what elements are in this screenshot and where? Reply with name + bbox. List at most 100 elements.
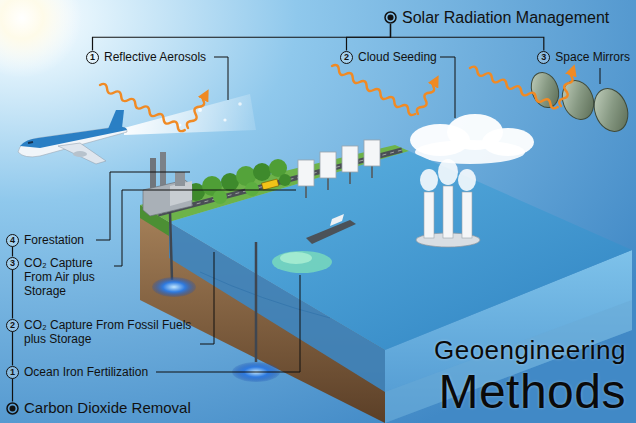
heading-text: Solar Radiation Management (402, 8, 609, 27)
earth-block (140, 145, 632, 423)
bracket-connector (12, 379, 13, 402)
category-heading: Carbon Dioxide Removal (6, 399, 191, 417)
leader-lines-part (114, 190, 296, 266)
bracket-connector (12, 247, 13, 257)
aerosol-trail-part (198, 108, 202, 112)
cloud-seeding-towers-part (424, 192, 434, 238)
airplane (18, 110, 127, 164)
solar-rays-part-part (415, 79, 438, 115)
method-item: 1Reflective Aerosols (86, 50, 206, 64)
cloud-seeding-towers-part (458, 169, 476, 191)
airplane-part (108, 110, 124, 129)
forest (187, 159, 291, 204)
earth-block-part (169, 151, 632, 350)
co2-storage (152, 212, 280, 382)
method-label: Cloud Seeding (358, 50, 437, 64)
cloud-seeding-towers-part (438, 159, 458, 185)
leader-lines-part (96, 172, 190, 240)
bracket-connector (347, 24, 391, 51)
target-bullet (384, 11, 397, 24)
solar-rays-part (469, 65, 559, 110)
forest-part (213, 190, 227, 204)
aerosol-trail-part (179, 124, 182, 127)
method-label: Space Mirrors (555, 50, 630, 64)
space-mirrors (527, 69, 634, 137)
co2-storage-part (152, 277, 196, 297)
air-capture-panels-part (342, 146, 358, 172)
method-item: 2 CO₂ Capture From Fossil Fuels plus Stor… (6, 318, 196, 346)
method-item: 4 Forestation (6, 233, 84, 247)
diagram-title: Geoengineering Methods (396, 319, 626, 417)
power-plant-part (175, 172, 185, 186)
air-capture-panels (298, 140, 380, 198)
cloud-seeding-towers (416, 159, 480, 247)
forest-part (253, 163, 271, 181)
method-item: 2 Cloud Seeding (340, 50, 437, 64)
iron-fertilization-part (272, 251, 332, 273)
solar-rays-part (99, 82, 187, 132)
iron-fertilization (272, 214, 356, 273)
cloud-seeding-towers-part (462, 192, 472, 238)
solar-rays (99, 63, 576, 132)
solar-rays-part (558, 69, 575, 107)
cloud-seeding-towers-part (443, 186, 453, 238)
sun (0, 0, 82, 78)
space-mirrors-part (588, 84, 633, 136)
air-capture-panels-part (364, 140, 380, 166)
callout-number: 2 (340, 51, 353, 64)
iron-fertilization-part (330, 214, 344, 226)
airplane-part (58, 143, 106, 164)
category-heading: Solar Radiation Management (384, 8, 609, 27)
method-label: CO₂ Capture From Fossil Fuels plus Stora… (24, 318, 196, 346)
method-label: Forestation (24, 233, 84, 247)
solar-rays-part (415, 79, 438, 115)
space-mirrors-part (557, 76, 599, 124)
bus (261, 179, 278, 190)
aerosol-trail-part (124, 94, 256, 135)
solar-rays-part-part (558, 69, 575, 107)
solar-rays-part-part (331, 63, 417, 116)
air-capture-panels-part (298, 160, 314, 186)
method-label: Ocean Iron Fertilization (24, 365, 148, 379)
callout-number: 1 (6, 366, 19, 379)
callout-number: 4 (6, 234, 19, 247)
forest-part (245, 182, 259, 196)
leader-lines-part (440, 57, 455, 118)
earth-block-part (200, 272, 330, 318)
leader-lines-part (214, 57, 228, 100)
callout-number: 2 (6, 319, 19, 332)
method-label: CO₂ Capture From Air plus Storage (24, 256, 110, 298)
solar-rays-part-part (469, 65, 559, 110)
method-item: 1 Ocean Iron Fertilization (6, 365, 148, 379)
solar-rays-part (185, 93, 208, 129)
method-item: 3 CO₂ Capture From Air plus Storage (6, 256, 110, 298)
solar-rays-part (331, 63, 417, 116)
forest-part (279, 174, 291, 186)
seeded-cloud-part (415, 140, 525, 164)
iron-fertilization-part (280, 252, 312, 264)
cloud-seeding-towers-part (420, 169, 438, 191)
air-capture-panels-part (306, 166, 372, 198)
solar-rays-part-part (185, 93, 208, 129)
solar-rays-part-part (99, 82, 187, 132)
callout-number: 1 (86, 51, 99, 64)
callout-number: 3 (6, 257, 19, 270)
leader-lines-part (600, 68, 601, 84)
seeded-cloud (410, 114, 534, 164)
co2-storage-part (170, 212, 172, 280)
bus-part (261, 179, 278, 190)
power-plant (143, 152, 192, 216)
airplane-part (73, 151, 87, 157)
bracket-connector (12, 332, 13, 366)
airplane-part (28, 142, 33, 143)
air-capture-panels-part (320, 152, 336, 178)
co2-storage-part (255, 242, 258, 362)
leader-lines-part (200, 252, 214, 344)
target-bullet (6, 402, 19, 415)
bracket-connector (12, 270, 13, 319)
method-item: 3Space Mirrors (537, 50, 630, 64)
bracket-connector (391, 24, 544, 51)
aerosol-trail-part (223, 118, 226, 121)
space-mirrors-part (527, 69, 564, 112)
